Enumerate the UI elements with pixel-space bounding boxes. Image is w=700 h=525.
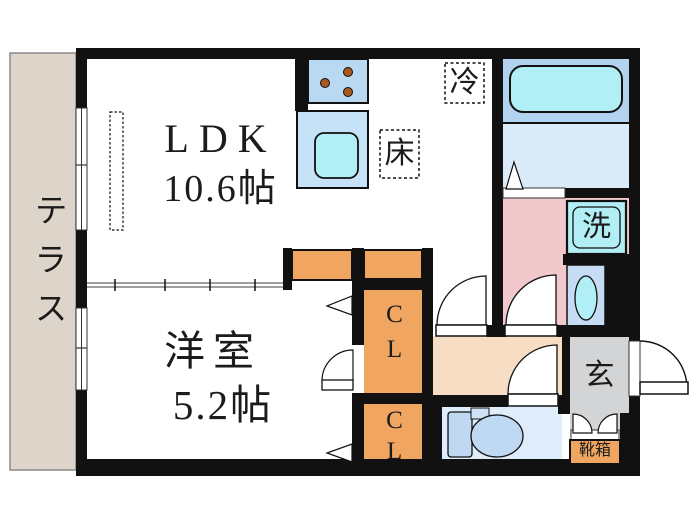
bathtub-icon — [509, 65, 623, 113]
bathroom-floor — [503, 123, 629, 188]
refrigerator-space-box — [444, 62, 485, 104]
closet-door-swing-icon — [321, 349, 354, 382]
wall-closet-right — [422, 248, 433, 459]
bathroom-door-icon — [505, 160, 524, 190]
wall-bottom — [76, 459, 640, 476]
wall-genkan-step — [562, 337, 570, 397]
western-room-size-label: 5.2帖 — [172, 382, 274, 428]
washing-machine-label: 洗 — [581, 211, 611, 243]
closet-door-leaf — [321, 379, 354, 391]
closet-lower-folding-door-icon — [325, 443, 353, 463]
ldk-dashed-strip — [109, 111, 124, 231]
washroom-door-swing-icon — [505, 274, 557, 326]
closet-upper-folding-door-icon — [325, 295, 353, 316]
vanity-basin-icon — [574, 275, 598, 321]
toilet-tank-icon — [447, 411, 473, 458]
stove-burner-icon — [343, 67, 353, 77]
closet-upper-label: CL — [381, 301, 408, 371]
wall-right-b — [629, 396, 640, 476]
wall-closet-left-b — [352, 393, 364, 459]
ldk-door-swing-icon — [436, 275, 487, 326]
wall-toilet-left — [432, 395, 442, 459]
entrance-label: 玄 — [584, 359, 615, 392]
wall-left-a — [76, 48, 87, 108]
washroom-door-leaf — [504, 324, 558, 337]
wall-under-counters — [352, 278, 433, 290]
wall-left-c — [76, 390, 87, 476]
openings — [75, 107, 641, 442]
entry-door-leaf — [639, 381, 689, 395]
sliding-partition-endpost — [283, 278, 292, 290]
wall-top — [76, 48, 640, 59]
wall-closet-mid — [352, 393, 433, 404]
wall-hall-corner-a — [487, 325, 506, 337]
closet-lower-label: CL — [381, 407, 408, 469]
wall-kitchen-stub — [295, 48, 308, 111]
closet-lower-area — [364, 404, 422, 459]
entry-door-swing-icon — [639, 340, 688, 389]
stove-burner-icon — [343, 87, 353, 97]
washing-machine-inner — [572, 206, 621, 249]
stove-burner-icon — [320, 78, 330, 88]
wall-bath-washroom — [565, 188, 629, 198]
ldk-door-leaf — [435, 324, 488, 337]
wall-genkan-toilet — [558, 395, 570, 414]
closet-door-opening — [352, 345, 364, 393]
wall-washroom-strip — [563, 254, 629, 265]
washing-machine-space — [565, 199, 628, 256]
kitchen-stove-counter — [307, 58, 369, 104]
doors — [321, 160, 689, 463]
floor-storage-box — [379, 129, 420, 179]
genkan-floor — [570, 337, 629, 413]
terrace-label: テラス — [29, 192, 65, 340]
sliding-partition-track — [87, 280, 283, 290]
shoebox-door-right-icon — [597, 413, 618, 434]
wall-counter-stub — [283, 248, 292, 290]
toilet-door-swing-icon — [507, 344, 558, 395]
ldk-size-label: 10.6帖 — [163, 168, 278, 210]
wall-hall-corner-b — [557, 325, 629, 337]
shoe-box — [569, 439, 621, 465]
wall-closet-left-a — [352, 248, 364, 345]
shoe-box-label: 靴箱 — [578, 442, 611, 459]
western-room-label: 洋室 — [164, 328, 262, 374]
refrigerator-label: 冷 — [449, 66, 480, 99]
floor-storage-label: 床 — [384, 137, 415, 170]
walls — [76, 48, 640, 476]
wall-ldk-wet — [492, 48, 503, 325]
toilet-cistern-icon — [470, 407, 490, 420]
storage-counter-left — [291, 249, 353, 281]
entry-door-opening — [628, 340, 641, 397]
kitchen-sink-icon — [314, 132, 359, 179]
bathroom-threshold — [502, 187, 566, 199]
wall-left-b — [76, 230, 87, 308]
closet-upper-area — [364, 290, 422, 393]
wall-toilet-top — [442, 395, 508, 407]
shoebox-door-left-icon — [572, 413, 593, 434]
toilet-bowl-icon — [470, 414, 524, 458]
terrace-deck — [9, 52, 77, 471]
wall-right-a — [629, 48, 640, 341]
storage-counter-right — [363, 249, 423, 281]
toilet-door-leaf — [507, 393, 559, 407]
wall-genkan-right — [620, 413, 629, 476]
ldk-label: LDK — [164, 116, 277, 161]
